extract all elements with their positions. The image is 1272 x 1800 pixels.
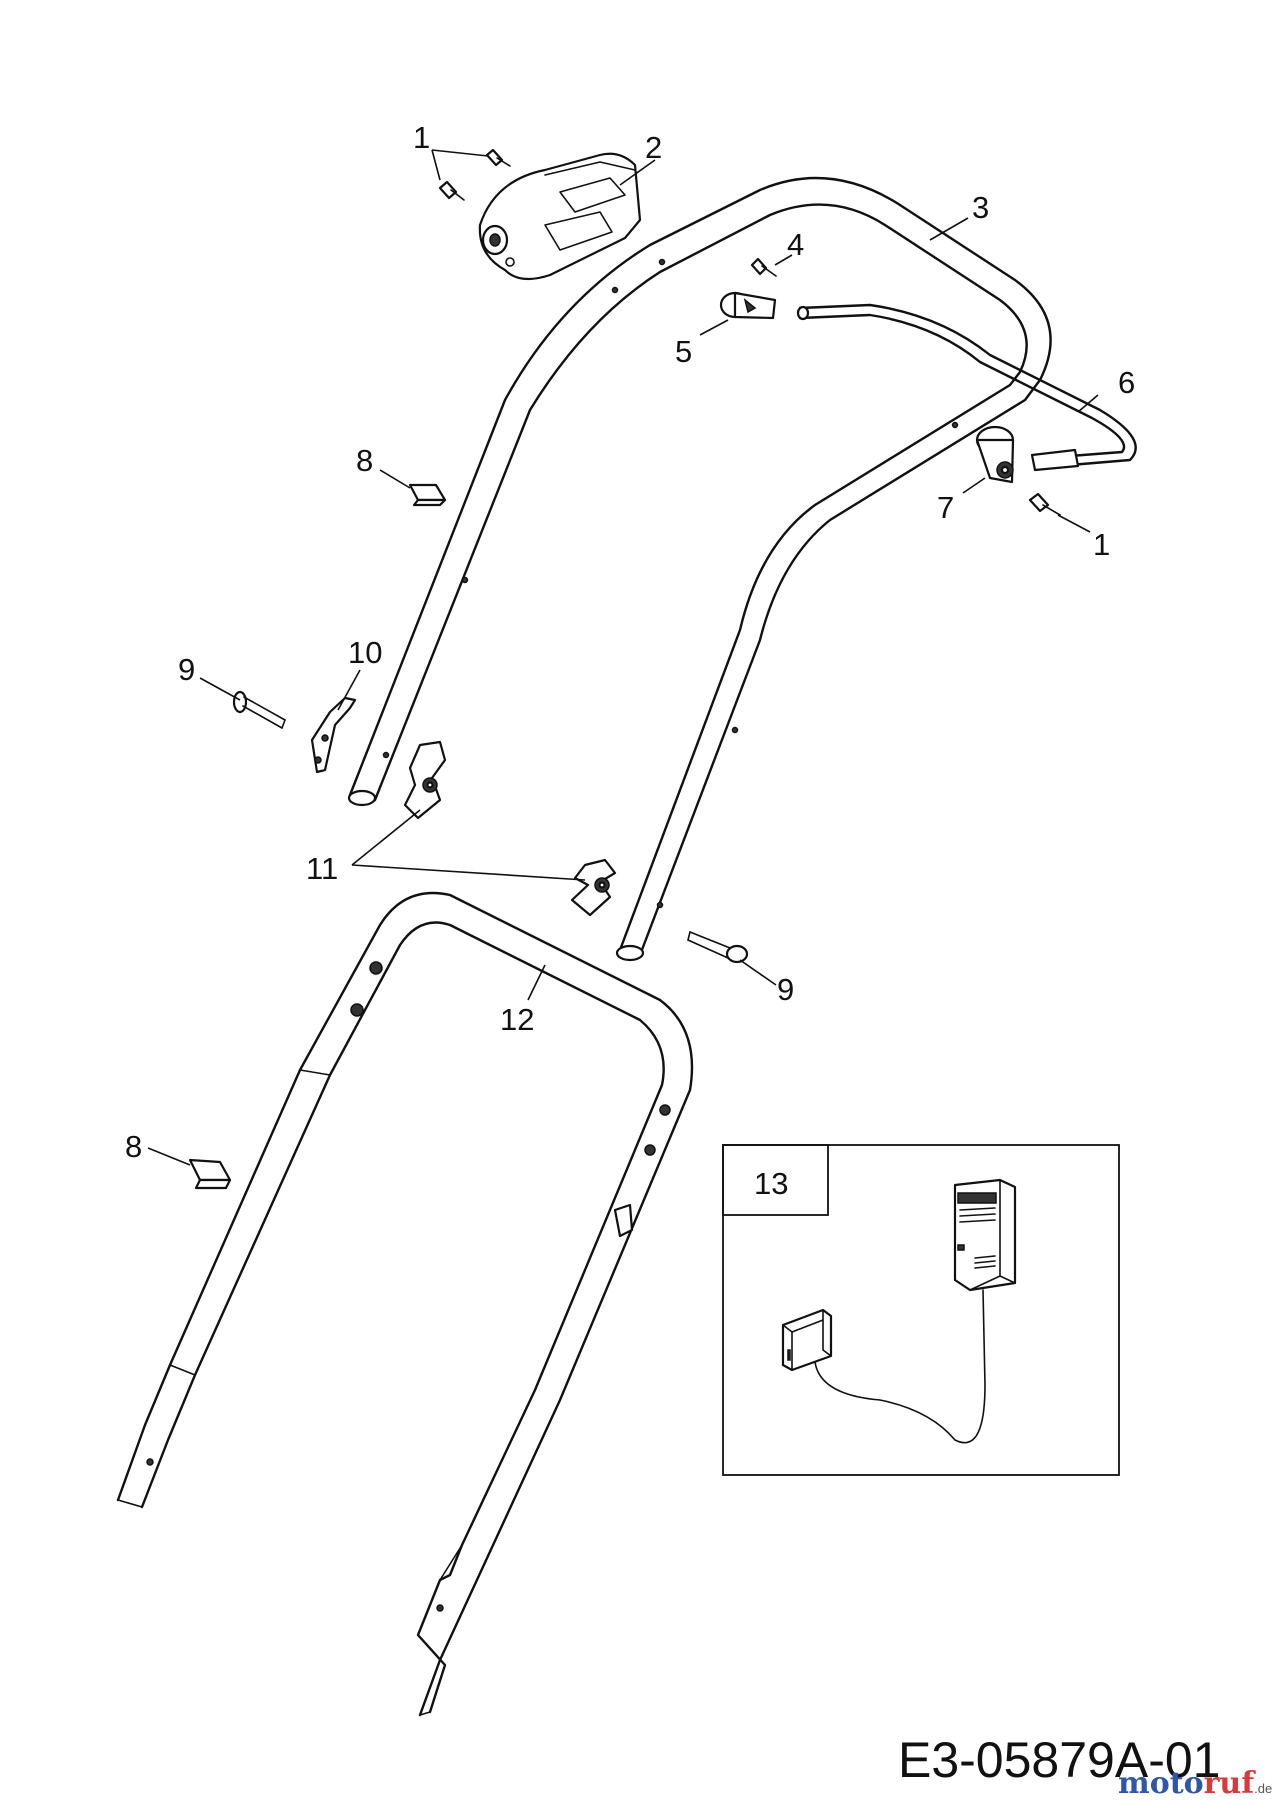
callout-1-right: 1 xyxy=(1093,527,1110,562)
callout-9-left: 9 xyxy=(178,652,195,687)
callout-12: 12 xyxy=(500,1002,534,1037)
callout-labels: 1 2 3 4 5 6 7 1 8 9 10 11 9 12 8 xyxy=(125,120,1135,1164)
end-plug-part-8-upper xyxy=(408,483,447,507)
end-plug-part-8-lower xyxy=(188,1158,232,1190)
upper-handle-part xyxy=(347,176,1052,962)
svg-text:motoruf.de: motoruf.de xyxy=(1118,1766,1272,1800)
cable-clamp-part-7 xyxy=(975,425,1015,484)
wing-knob-part-11-lower xyxy=(570,858,617,917)
screw-part-4 xyxy=(750,257,777,277)
callout-6: 6 xyxy=(1118,365,1135,400)
lower-handle-part xyxy=(116,891,694,1717)
callout-13: 13 xyxy=(754,1166,788,1201)
callout-8-lower: 8 xyxy=(125,1129,142,1164)
callout-8-upper: 8 xyxy=(356,443,373,478)
callout-9-right: 9 xyxy=(777,972,794,1007)
bolt-part-9-right xyxy=(687,931,749,964)
watermark-name-main: moto xyxy=(1118,1766,1204,1800)
callout-7: 7 xyxy=(937,490,954,525)
callout-2: 2 xyxy=(645,130,662,165)
bracket-part-10 xyxy=(310,696,357,774)
callout-11: 11 xyxy=(306,851,338,886)
callout-1: 1 xyxy=(413,120,430,155)
bolt-part-9-left xyxy=(232,690,286,729)
charger-inset: 13 xyxy=(722,1144,1120,1476)
document-number: E3-05879A-01 xyxy=(898,1732,1220,1788)
callout-4: 4 xyxy=(787,227,804,262)
motoruf-watermark: motoruf.de xyxy=(1118,1766,1272,1800)
callout-5: 5 xyxy=(675,334,692,369)
screw-pair-part xyxy=(438,148,511,201)
charger-unit-part-13 xyxy=(953,1178,1017,1292)
charger-plug-part-13 xyxy=(781,1308,833,1372)
callout-3: 3 xyxy=(972,190,989,225)
switch-housing-part xyxy=(478,152,642,281)
watermark-tld: .de xyxy=(1254,1781,1272,1796)
callout-10: 10 xyxy=(348,635,382,670)
wing-knob-part-11-upper xyxy=(403,740,447,820)
screw-part-1-right xyxy=(1028,492,1061,516)
cable-part-6 xyxy=(796,303,1137,472)
charger-cable xyxy=(814,1289,986,1444)
watermark-name-accent: ruf xyxy=(1204,1766,1257,1800)
cable-clip-part-5 xyxy=(719,291,777,320)
leader-lines xyxy=(147,149,1099,1166)
